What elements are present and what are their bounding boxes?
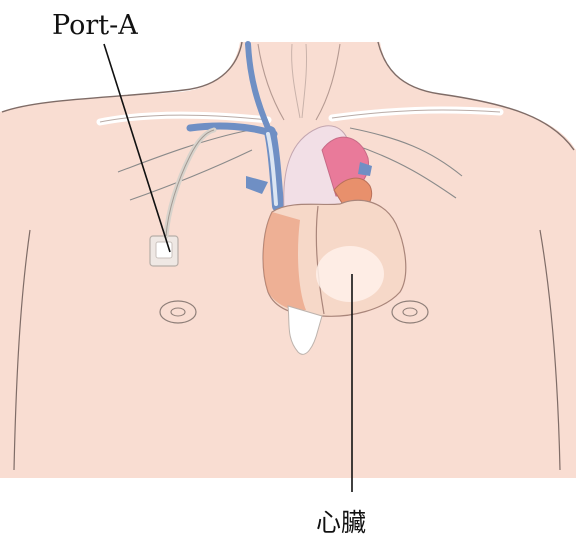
port-label: Port-A — [52, 12, 138, 39]
implanted-port-icon — [150, 236, 178, 266]
heart-label: 心臟 — [316, 510, 366, 535]
heart-glow — [316, 246, 384, 302]
